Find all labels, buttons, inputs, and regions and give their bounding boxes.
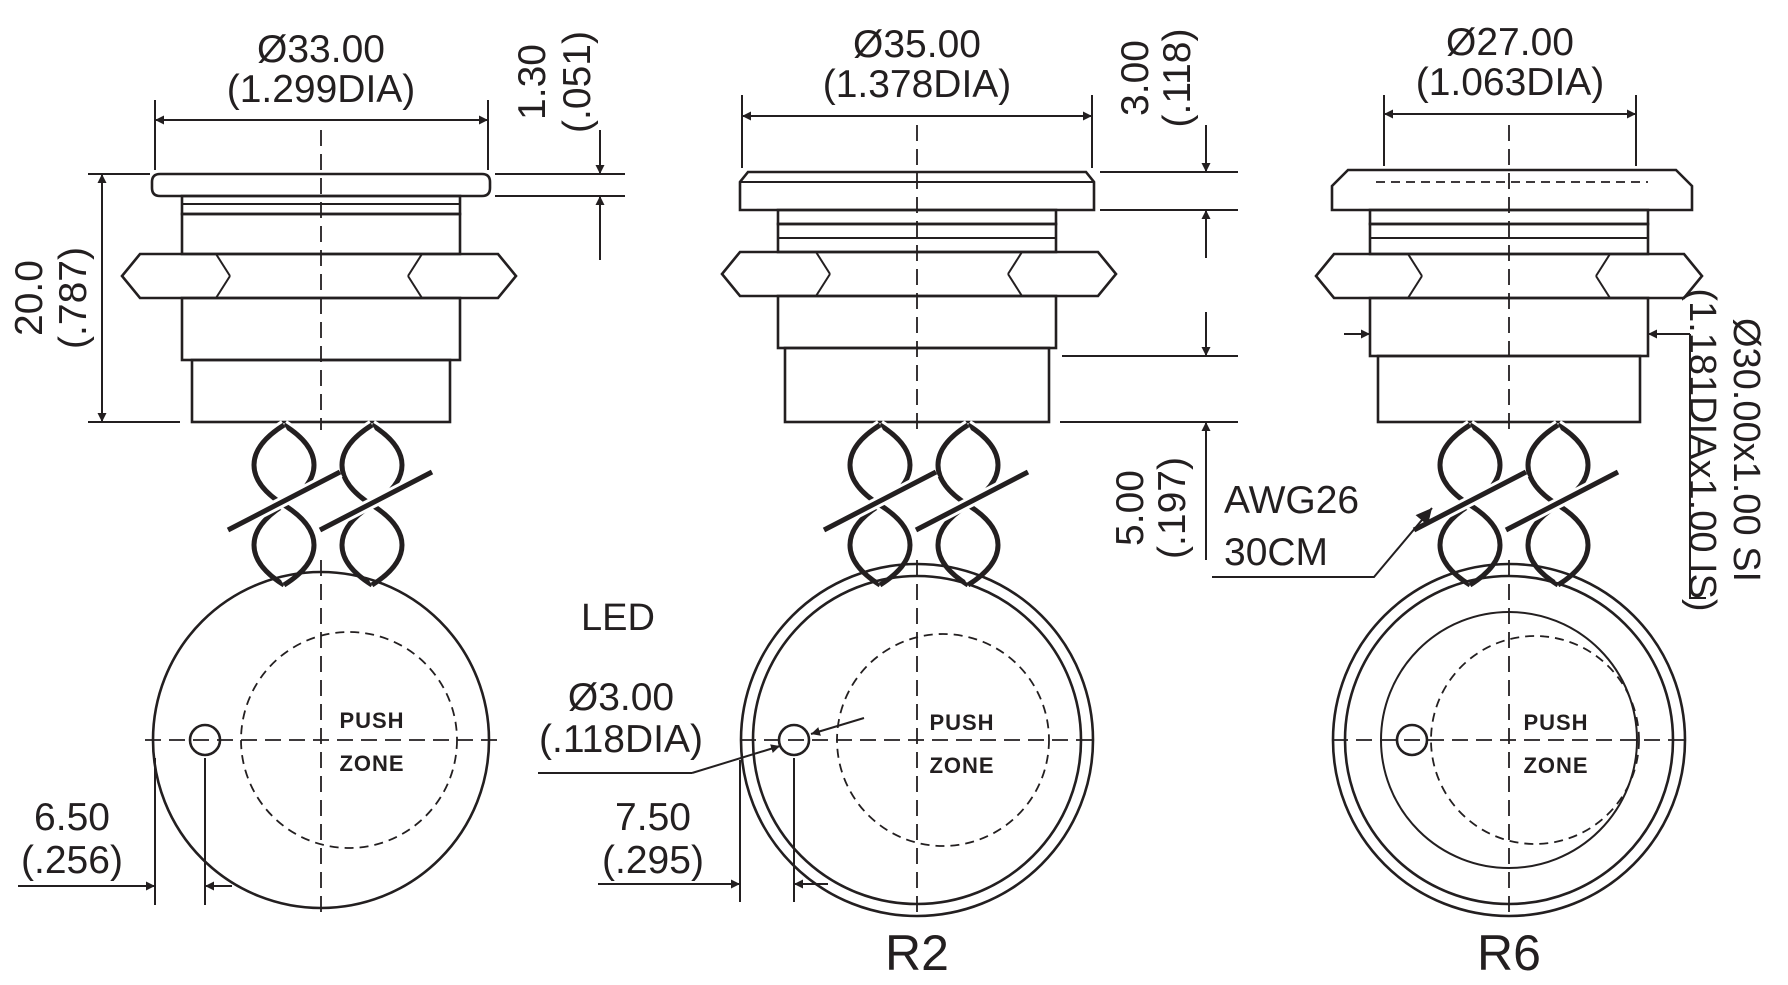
standard-top-view: PUSH ZONE LED 6.50 (.256)	[18, 560, 655, 920]
standard-head-height-inch-label: (.051)	[556, 31, 599, 133]
standard-zone-label: ZONE	[339, 751, 404, 776]
r2-offset-inch-label: (.295)	[602, 839, 704, 882]
standard-head	[150, 172, 492, 198]
r2-hex-nut	[720, 250, 1118, 298]
r2-lower-height-inch-label: (.197)	[1151, 457, 1194, 559]
r2-caption: R2	[885, 925, 949, 981]
standard-offset-inch-label: (.256)	[21, 839, 123, 882]
r2-dia-label: Ø35.00	[853, 23, 981, 66]
standard-head-height-label: 1.30	[511, 44, 554, 120]
r6-led-hole	[1395, 723, 1429, 757]
r6-head	[1330, 168, 1694, 212]
standard-hex-nut	[120, 252, 518, 300]
r2-side-view: Ø35.00 (1.378DIA) 3.00 (.118) 5.00 (.197…	[720, 23, 1238, 585]
standard-push-label: PUSH	[339, 708, 404, 733]
r6-push-label: PUSH	[1523, 710, 1588, 735]
r2-lower-height-label: 5.00	[1109, 470, 1152, 546]
r6-dia-inch-label: (1.063DIA)	[1416, 61, 1605, 104]
r6-thread-label: Ø30.00x1.00 SI	[1725, 318, 1767, 582]
r6-side-view: Ø27.00 (1.063DIA) Ø30.00x1.00 SI (1.181D…	[1212, 21, 1767, 612]
led-label: LED	[581, 597, 655, 639]
standard-dia-inch-label: (1.299DIA)	[227, 68, 416, 111]
r6-push-zone-circle	[1430, 635, 1640, 845]
r6-caption: R6	[1477, 925, 1541, 981]
r6-thread-inch-label: (1.181DIAx1.00 IS)	[1681, 288, 1723, 611]
r2-led-dia-label: Ø3.00	[568, 676, 674, 719]
standard-base	[190, 358, 452, 424]
r2-offset-label: 7.50	[615, 796, 691, 839]
standard-side-view: Ø33.00 (1.299DIA) 1.30 (.051) 20.0 (.787…	[8, 28, 625, 585]
r6-hex-nut	[1314, 252, 1704, 300]
r2-led-dia-inch-label: (.118DIA)	[539, 718, 703, 761]
standard-body-height-label: 20.0	[8, 260, 51, 336]
standard-dia-label: Ø33.00	[257, 28, 385, 71]
r2-head-height-label: 3.00	[1114, 40, 1157, 116]
r2-head-height-inch-label: (.118)	[1156, 29, 1199, 128]
r2-dia-inch-label: (1.378DIA)	[823, 63, 1012, 106]
r2-top-view: PUSH ZONE Ø3.00 (.118DIA) 7.50 (.295) R2	[538, 560, 1095, 981]
r2-push-label: PUSH	[929, 710, 994, 735]
r2-zone-label: ZONE	[929, 753, 994, 778]
r6-wire-gauge-label: AWG26	[1224, 479, 1359, 522]
r6-dia-label: Ø27.00	[1446, 21, 1574, 64]
r2-base	[783, 346, 1051, 424]
r6-top-view: PUSH ZONE R6	[1331, 560, 1687, 981]
r6-wire-length-label: 30CM	[1224, 531, 1328, 574]
standard-offset-label: 6.50	[34, 796, 110, 839]
standard-body-height-inch-label: (.787)	[52, 247, 95, 349]
r6-zone-label: ZONE	[1523, 753, 1588, 778]
